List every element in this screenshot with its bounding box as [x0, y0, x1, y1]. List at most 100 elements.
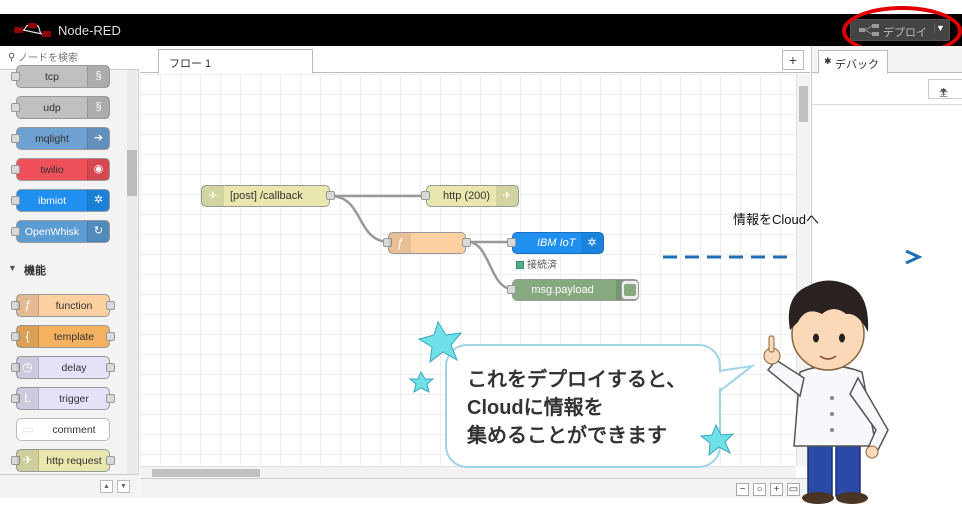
status-dot-icon — [516, 261, 524, 269]
palette-node-comment[interactable]: ▭ comment — [16, 418, 110, 441]
debug-toggle-button[interactable] — [621, 280, 639, 300]
filter-button[interactable]: ▼ 全 — [928, 79, 962, 99]
navigator-icon[interactable]: ▭ — [787, 483, 800, 496]
deploy-icon — [859, 24, 879, 36]
category-label: 機能 — [24, 265, 46, 277]
output-port — [106, 332, 115, 341]
udp-icon: § — [87, 97, 109, 118]
flow-node-http-in[interactable]: ✈ [post] /callback — [201, 185, 335, 207]
expand-all-icon[interactable]: ▼ — [117, 480, 130, 493]
output-port — [11, 72, 20, 81]
output-port — [11, 227, 20, 236]
timer-icon: ◷ — [17, 357, 39, 378]
output-port — [106, 394, 115, 403]
output-port — [326, 191, 335, 200]
globe-icon: ✈ — [202, 186, 224, 206]
input-port — [421, 191, 430, 200]
filter-label: 全 — [939, 88, 949, 98]
scrollbar-thumb[interactable] — [799, 86, 808, 122]
palette-node-mqlight[interactable]: mqlight ➔ — [11, 127, 110, 150]
node-status: 接続済 — [516, 256, 557, 271]
flow-node-function[interactable]: ƒ — [383, 232, 471, 254]
node-label: tcp — [44, 71, 59, 83]
iot-gear-icon: ✲ — [87, 190, 109, 211]
wire — [329, 194, 391, 244]
input-port — [11, 394, 20, 403]
function-icon: ƒ — [17, 295, 39, 316]
output-port — [462, 238, 471, 247]
node-label: udp — [43, 102, 61, 114]
filter-icon: ▼ — [939, 86, 948, 96]
palette-node-trigger[interactable]: L trigger — [11, 387, 115, 410]
arrowhead-icon — [905, 250, 922, 264]
zoom-in-icon[interactable]: + — [770, 483, 783, 496]
scrollbar-thumb[interactable] — [127, 150, 137, 196]
speech-bubble — [445, 344, 721, 468]
palette-node-twilio[interactable]: twilio ◉ — [11, 158, 110, 181]
node-label: msg.payload — [531, 284, 594, 296]
bubble-line: 集めることができます — [467, 425, 667, 447]
tab-debug[interactable]: ✱ デバック — [818, 50, 888, 74]
input-port — [11, 332, 20, 341]
flow-node-http-response[interactable]: http (200) ✈ — [421, 185, 519, 207]
template-icon: { — [17, 326, 39, 347]
output-port — [11, 196, 20, 205]
category-header-function[interactable]: ▼ 機能 — [0, 256, 127, 282]
toggle-fill — [624, 284, 636, 296]
node-red-logo-icon — [14, 23, 51, 37]
palette-node-ibmiot[interactable]: ibmiot ✲ — [11, 189, 110, 212]
output-port — [106, 456, 115, 465]
palette-node-delay[interactable]: ◷ delay — [11, 356, 115, 379]
input-port — [507, 238, 516, 247]
arrow-label: 情報をCloudへ — [733, 212, 819, 227]
node-label: http (200) — [443, 190, 491, 202]
tab-flow-1[interactable]: フロー 1 — [158, 49, 313, 74]
bubble-line: Cloudに情報を — [467, 397, 604, 419]
twilio-icon: ◉ — [87, 159, 109, 180]
node-label: delay — [61, 362, 87, 374]
output-port — [106, 301, 115, 310]
palette-node-openwhisk[interactable]: OpenWhisk ↻ — [11, 220, 110, 243]
workspace-footer: − ○ + ▭ — [140, 478, 810, 498]
node-label: twilio — [40, 164, 64, 176]
input-port — [507, 285, 516, 294]
node-label: [post] /callback — [230, 190, 303, 202]
input-port — [11, 301, 20, 310]
trigger-icon: L — [17, 388, 39, 409]
flow-node-ibm-iot[interactable]: IBM IoT ✲ — [507, 232, 604, 254]
node-label: OpenWhisk — [24, 226, 80, 238]
palette-node-http-request[interactable]: ✈ http request — [11, 449, 115, 472]
palette-node-template[interactable]: { template — [11, 325, 115, 348]
node-label: ibmiot — [37, 195, 66, 207]
input-port — [383, 238, 392, 247]
globe-icon: ✈ — [496, 186, 518, 206]
iot-gear-icon: ✲ — [581, 233, 603, 253]
palette-node-tcp[interactable]: tcp § — [11, 65, 110, 88]
output-port — [11, 165, 20, 174]
canvas-vertical-scrollbar[interactable] — [796, 74, 810, 466]
node-label: IBM IoT — [537, 237, 576, 249]
globe-icon: ✈ — [17, 450, 39, 471]
zoom-out-icon[interactable]: − — [736, 483, 749, 496]
bug-icon: ✱ — [824, 56, 832, 66]
header-bar: Node-RED — [0, 14, 962, 46]
app-title: Node-RED — [58, 23, 121, 38]
deploy-button[interactable]: デプロイ ▼ — [850, 19, 950, 41]
add-flow-icon[interactable]: + — [782, 50, 804, 70]
bubble-line: これをデプロイすると、 — [467, 369, 687, 391]
node-palette: ⚲ tcp § udp § mqlight ➔ twilio ◉ ibmiot … — [0, 46, 139, 498]
deploy-dropdown-icon[interactable]: ▼ — [934, 23, 946, 33]
palette-scrollbar[interactable] — [127, 70, 137, 474]
palette-node-function[interactable]: ƒ function — [11, 294, 115, 317]
zoom-reset-icon[interactable]: ○ — [753, 483, 766, 496]
palette-node-udp[interactable]: udp § — [11, 96, 110, 119]
search-input[interactable] — [18, 50, 130, 66]
collapse-all-icon[interactable]: ▲ — [100, 480, 113, 493]
wires — [329, 194, 513, 291]
scrollbar-thumb[interactable] — [152, 469, 260, 477]
bubble-text: これをデプロイすると、 Cloudに情報を 集めることができます — [467, 366, 686, 450]
node-label: mqlight — [35, 133, 69, 145]
output-port — [106, 363, 115, 372]
sidebar-toolbar: ▼ 全 — [812, 74, 962, 105]
comment-icon: ▭ — [22, 422, 34, 436]
